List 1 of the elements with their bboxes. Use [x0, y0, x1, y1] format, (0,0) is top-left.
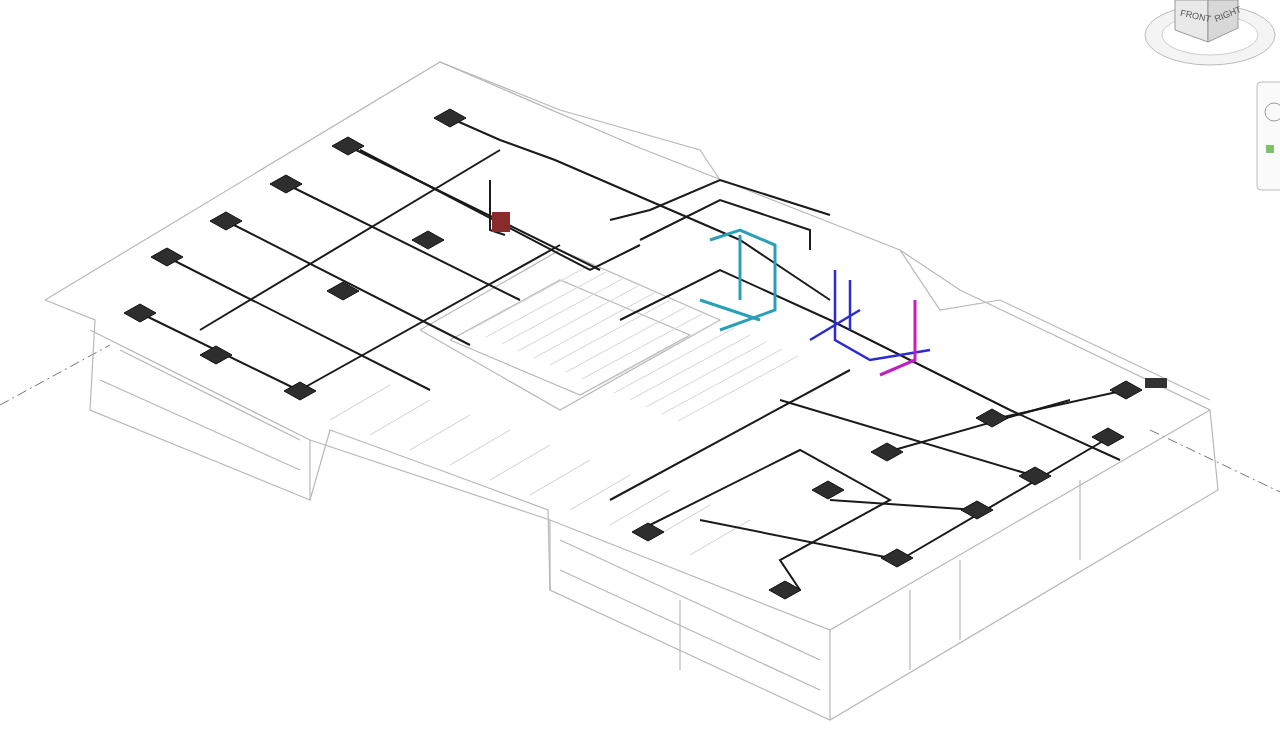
view-cube-face-label: FRONT	[1179, 8, 1212, 25]
